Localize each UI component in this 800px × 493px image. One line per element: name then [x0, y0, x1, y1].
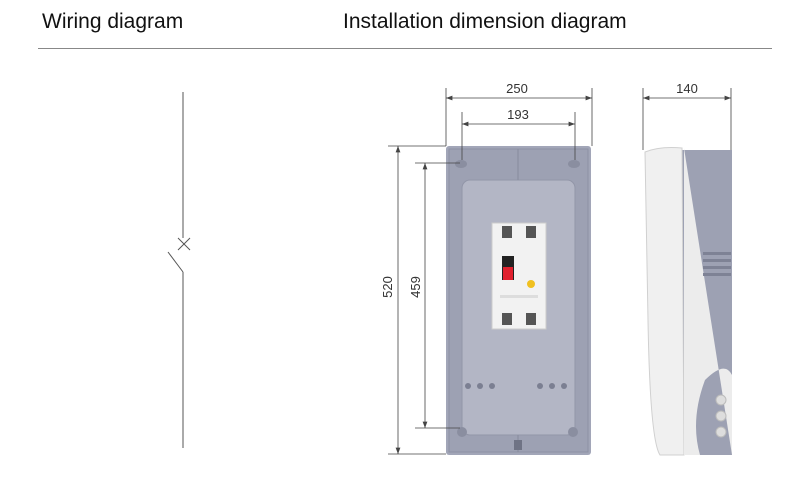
installation-diagram-heading: Installation dimension diagram — [343, 10, 627, 33]
wiring-diagram-heading: Wiring diagram — [42, 10, 184, 33]
wiring-switch-symbol — [167, 92, 191, 448]
circuit-breaker — [491, 222, 547, 330]
dimension-depth: 140 — [676, 81, 698, 96]
dimension-height-outer: 520 — [380, 276, 395, 298]
dimension-height-inner: 459 — [408, 276, 423, 298]
dimension-width-outer: 250 — [506, 81, 528, 96]
divider — [38, 48, 772, 49]
enclosure-side-view — [644, 147, 732, 456]
breaker-handle — [503, 267, 513, 280]
dimension-width-inner: 193 — [507, 107, 529, 122]
